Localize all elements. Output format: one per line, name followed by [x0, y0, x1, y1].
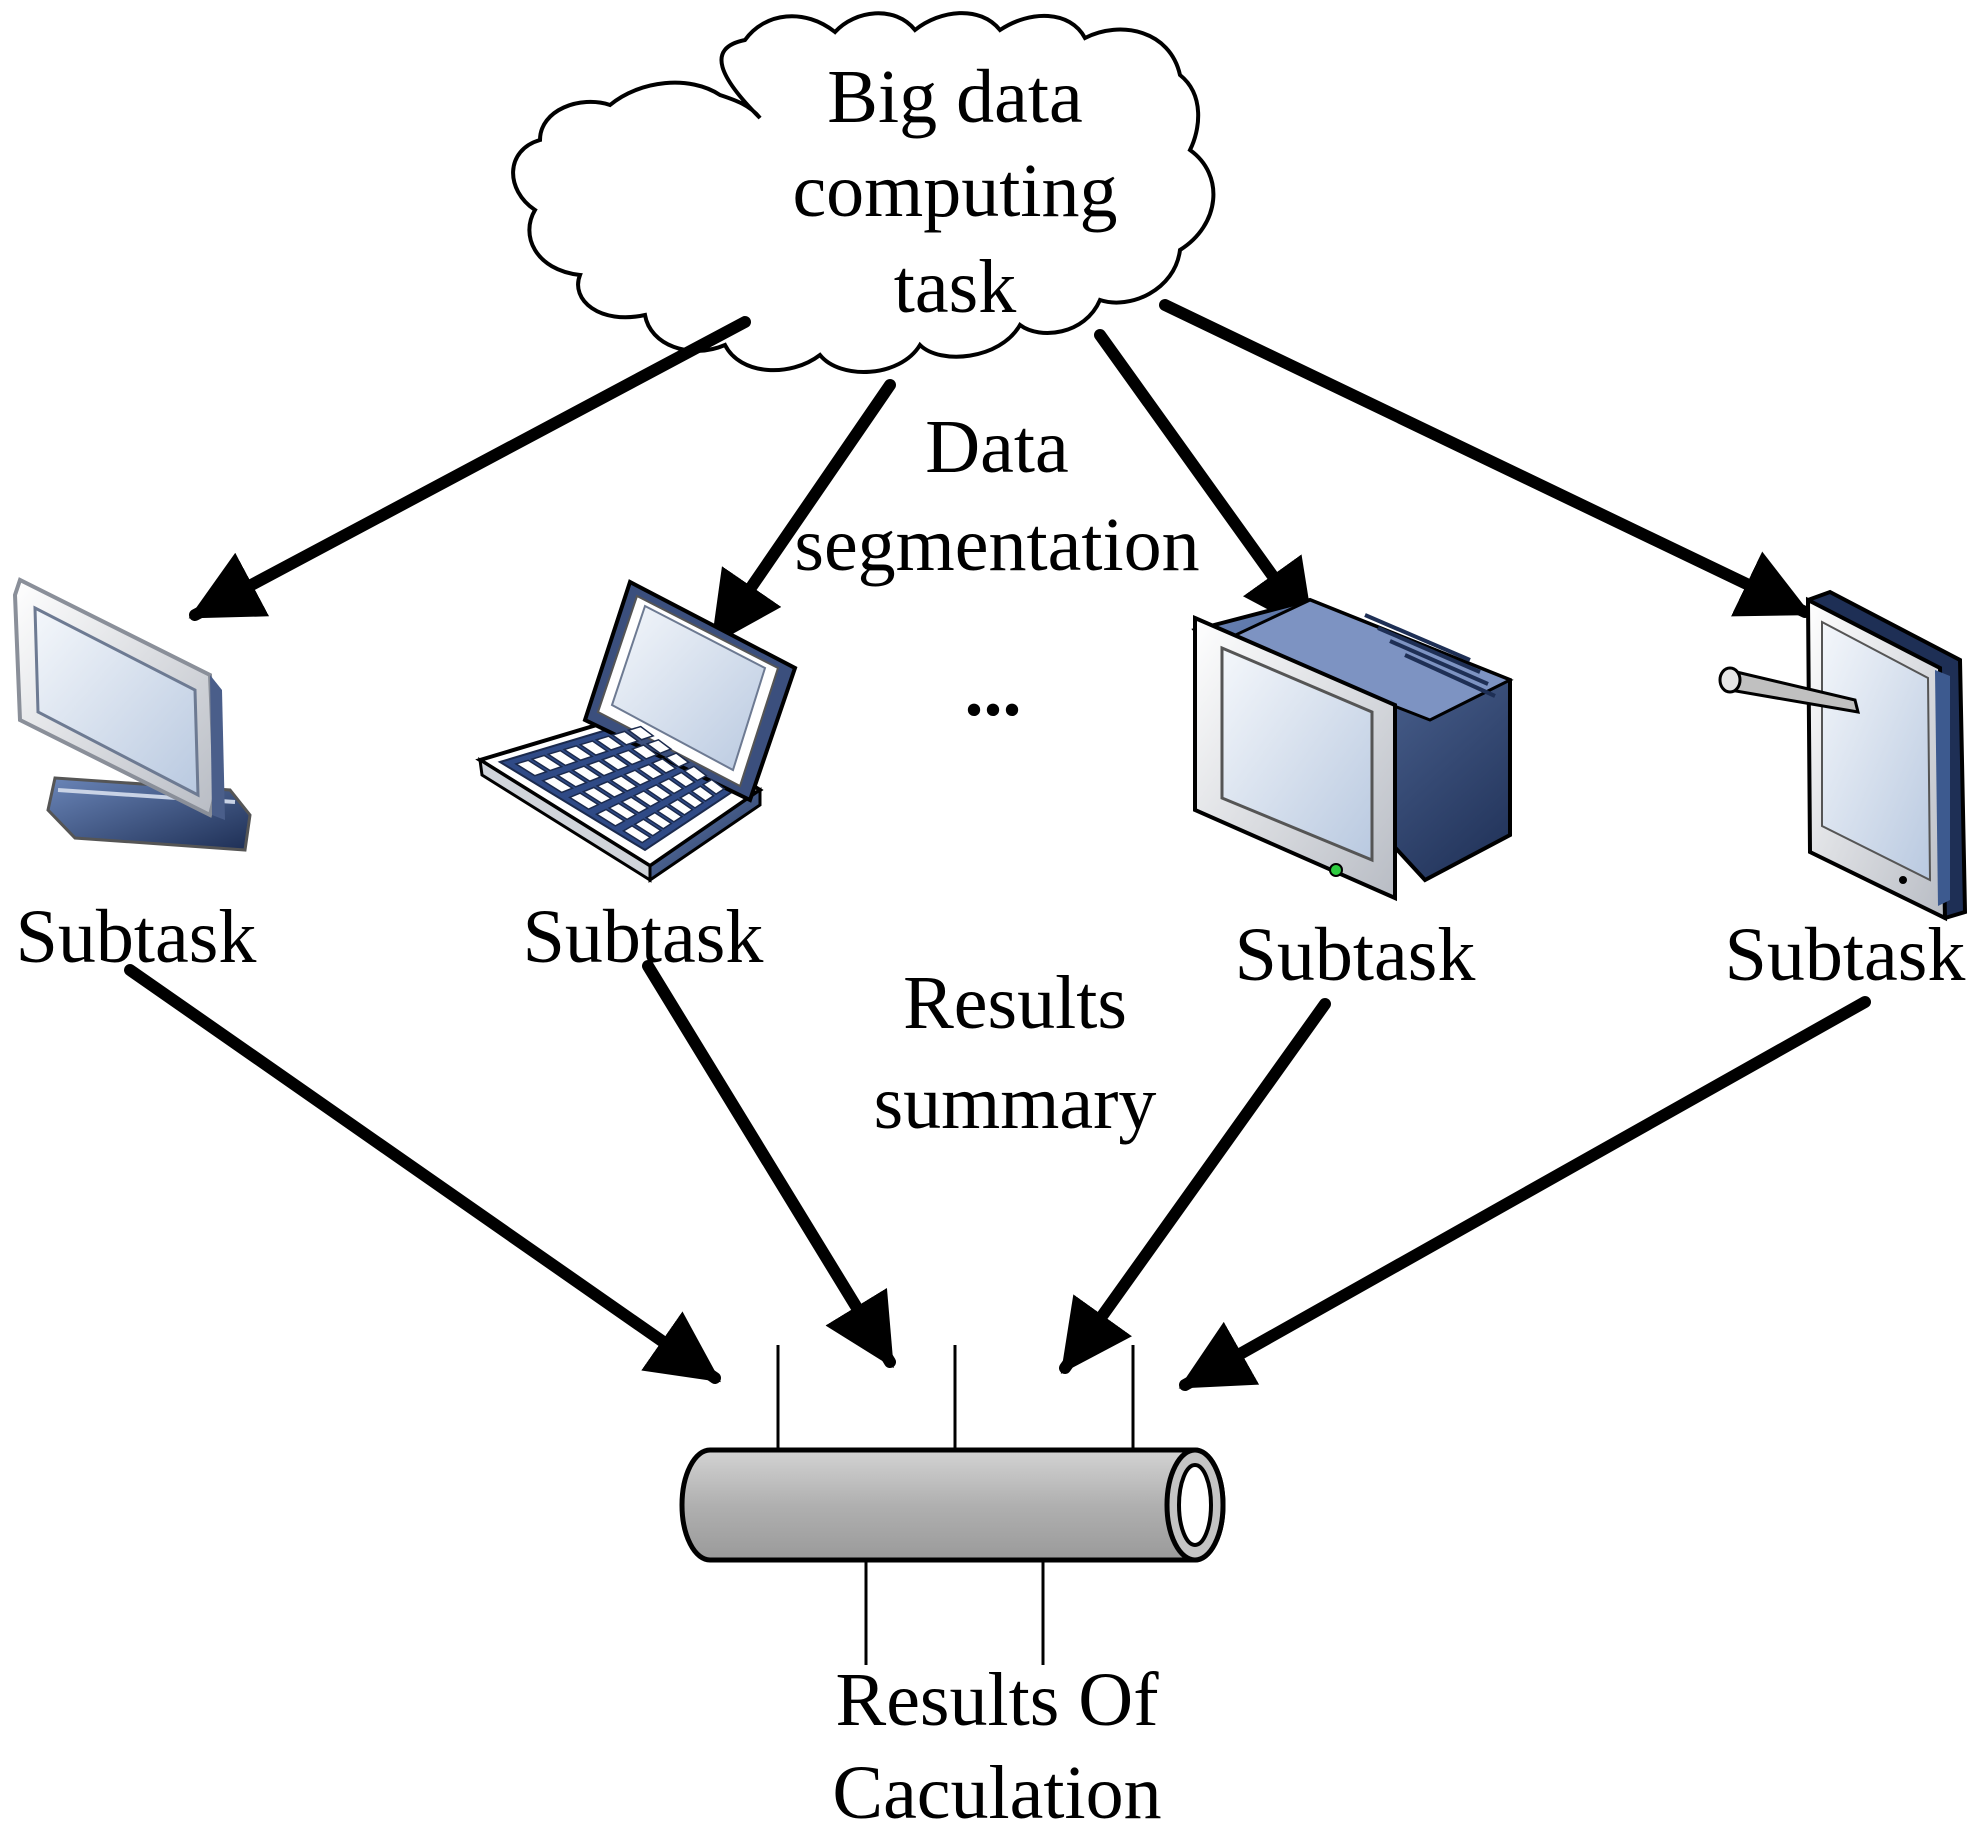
laptop-key: [609, 775, 639, 792]
laptop-key: [678, 791, 705, 809]
laptop-key: [562, 745, 594, 762]
laptop-key: [690, 785, 715, 802]
arrow-from-crt: [1059, 998, 1331, 1374]
laptop-key: [682, 765, 708, 782]
segmentation-arrows: [188, 299, 1812, 646]
arrow-from-tablet: [1178, 996, 1871, 1391]
laptop-key: [650, 757, 678, 774]
summary-label-line-1: Results: [903, 961, 1127, 1045]
laptop-key: [701, 778, 726, 796]
segmentation-label-line-2: segmentation: [794, 503, 1199, 587]
arrow-from-desktop: [124, 964, 721, 1384]
subtask-label-tablet: Subtask: [1725, 913, 1966, 997]
laptop-key: [578, 740, 610, 756]
laptop-key: [581, 786, 613, 804]
laptop-key: [556, 770, 589, 788]
laptop-key: [630, 744, 659, 760]
laptop-key: [636, 763, 665, 780]
laptop-key: [645, 783, 673, 801]
arrow-to-desktop: [188, 316, 751, 621]
arrow-to-laptop: [709, 379, 896, 646]
laptop-key: [645, 738, 673, 755]
laptop-key: [530, 754, 564, 772]
cloud-shape: Big data computing task: [511, 11, 1216, 374]
summary-arrows: [124, 960, 1871, 1391]
laptop-key: [615, 749, 645, 766]
laptop-key: [595, 808, 626, 827]
laptop-key: [610, 730, 640, 746]
result-pipe-icon: [679, 1345, 1226, 1665]
arrow-to-crt: [1094, 329, 1316, 634]
laptop-icon: [475, 579, 798, 883]
laptop-key: [621, 825, 652, 844]
laptop-key: [546, 749, 579, 767]
laptop-key: [620, 796, 650, 814]
laptop-key: [644, 811, 673, 830]
laptop-key: [633, 818, 663, 837]
laptop-key: [514, 759, 549, 777]
laptop-key: [623, 769, 652, 786]
laptop-key: [568, 792, 600, 811]
laptop-key: [664, 752, 691, 768]
laptop-key: [607, 802, 638, 821]
laptop-key: [657, 777, 685, 795]
cloud-line-1: Big data: [827, 55, 1082, 139]
summary-label-line-2: summary: [874, 1061, 1157, 1145]
segmentation-label-line-1: Data: [925, 405, 1068, 489]
laptop-key: [632, 790, 661, 808]
desktop-monitor-icon: [12, 577, 252, 852]
cloud-line-3: task: [894, 245, 1016, 329]
laptop-key: [595, 780, 626, 798]
ellipsis-label: ...: [965, 648, 1022, 732]
laptop-key: [585, 760, 617, 777]
laptop-key: [670, 771, 697, 788]
laptop-key: [594, 735, 625, 751]
laptop-key: [570, 765, 603, 783]
arrow-to-tablet: [1159, 299, 1812, 618]
laptop-keys: [514, 725, 726, 844]
subtask-label-crt: Subtask: [1235, 913, 1476, 997]
subtask-label-desktop: Subtask: [16, 895, 257, 979]
crt-computer-icon: [1191, 597, 1514, 902]
laptop-key: [541, 775, 574, 794]
tablet-icon: [1718, 589, 1968, 922]
laptop-key: [600, 754, 631, 771]
cloud-line-2: computing: [792, 149, 1117, 233]
laptop-key: [626, 725, 655, 741]
arrow-from-laptop: [642, 960, 896, 1369]
result-label-line-2: Caculation: [832, 1751, 1161, 1824]
laptop-key: [667, 798, 694, 816]
result-label-line-1: Results Of: [836, 1658, 1160, 1742]
laptop-key: [656, 805, 684, 823]
